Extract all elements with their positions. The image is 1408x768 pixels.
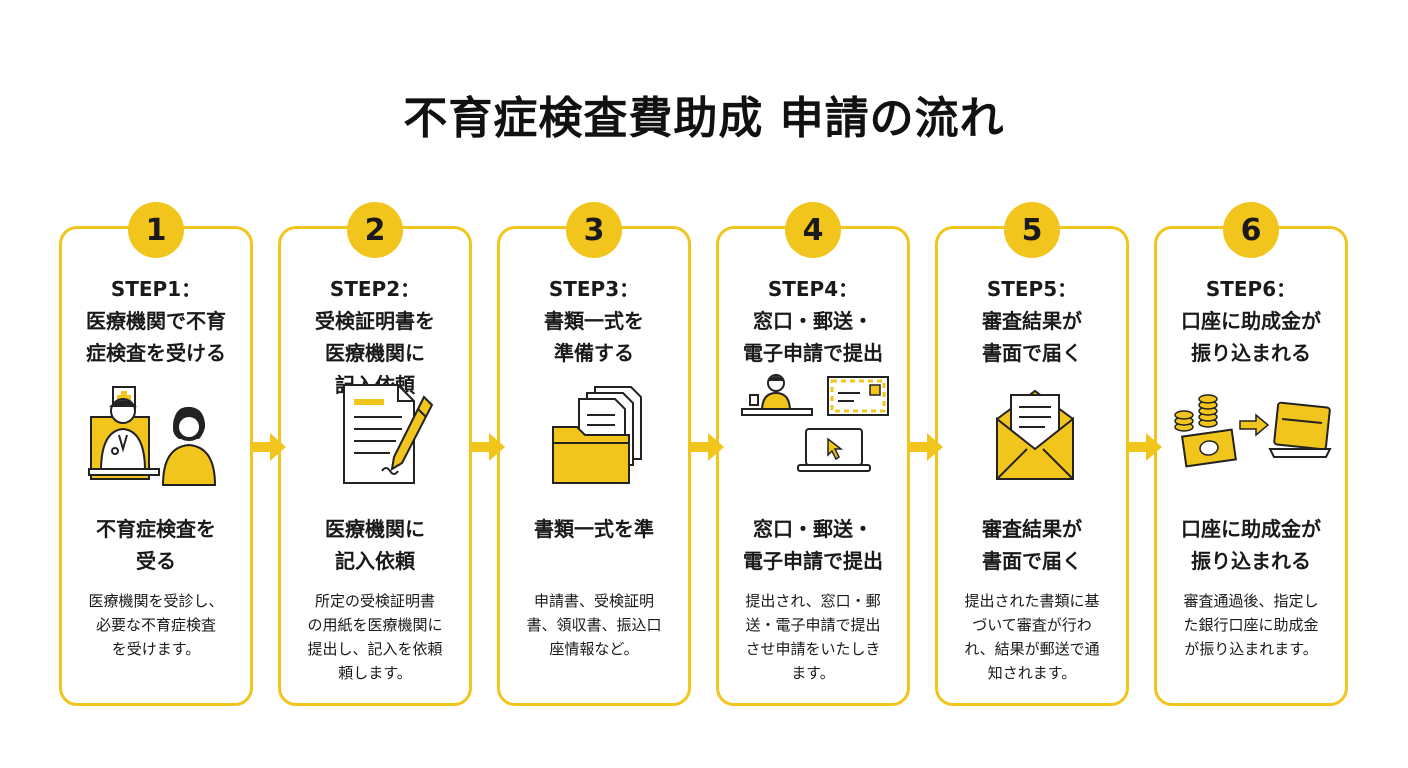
step-description: 所定の受検証明書 の用紙を医療機関に 提出し、記入を依頼 頼します。 [307, 592, 443, 682]
step-label: STEP5： [986, 277, 1078, 301]
arrow-right-icon [469, 433, 505, 461]
step-sub-title: 口座に助成金が 振り込まれる [1181, 517, 1321, 573]
step-title: 審査結果が 書面で届く [982, 309, 1082, 365]
step-title: 口座に助成金が 振り込まれる [1181, 309, 1321, 365]
step-sub-title: 不育症検査を 受る [96, 517, 216, 573]
arrow-right-icon [688, 433, 724, 461]
step-label: STEP6： [1205, 277, 1297, 301]
arrow-right-icon [1126, 433, 1162, 461]
step-sub-title: 審査結果が 書面で届く [982, 517, 1082, 573]
step-label: STEP1： [110, 277, 202, 301]
step-card-6: STEP6： 口座に助成金が 振り込まれる 口座に助成金が 振り込まれる 審査通… [1154, 226, 1348, 706]
step-badge-6: 6 [1223, 202, 1279, 258]
step-badge-4: 4 [785, 202, 841, 258]
form-pen-icon [343, 384, 434, 484]
submission-methods-icon [741, 374, 889, 472]
step-sub-title: 窓口・郵送・ 電子申請で提出 [743, 517, 883, 573]
step-description: 医療機関を受診し、 必要な不育症検査 を受けます。 [88, 592, 224, 658]
step-description: 申請書、受検証明 書、領収書、振込口 座情報など。 [526, 592, 662, 658]
step-card-5: STEP5： 審査結果が 書面で届く 審査結果が 書面で届く 提出された書類に基… [935, 226, 1129, 706]
letter-envelope-icon [996, 389, 1074, 480]
step-badge-3: 3 [566, 202, 622, 258]
step-sub-title: 医療機関に 記入依頼 [325, 517, 425, 573]
step-title: 医療機関で不育 症検査を受ける [86, 309, 226, 365]
step-label: STEP4： [767, 277, 859, 301]
step-title: 書類一式を 準備する [544, 309, 644, 365]
arrow-right-icon [250, 433, 286, 461]
step-badge-5: 5 [1004, 202, 1060, 258]
page-title: 不育症検査費助成 申請の流れ [403, 93, 1005, 144]
step-card-3: STEP3： 書類一式を 準備する 書類一式を準 申請書、受検証明 書、領収書、… [497, 226, 691, 706]
arrow-right-icon [907, 433, 943, 461]
document-folder-icon [552, 386, 642, 484]
step-sub-title: 書類一式を準 [534, 517, 654, 541]
step-card-4: STEP4： 窓口・郵送・ 電子申請で提出 窓口・郵送・ 電子申請で提出 提出さ… [716, 226, 910, 706]
step-label: STEP3： [548, 277, 640, 301]
step-description: 提出された書類に基 づいて審査が行わ れ、結果が郵送で通 知されます。 [964, 592, 1100, 682]
doctor-patient-icon [88, 386, 217, 486]
step-card-2: STEP2： 受検証明書を 医療機関に 記入依頼 医療機関に 記入依頼 所定の受… [278, 226, 472, 706]
step-description: 提出され、窓口・郵 送・電子申請で提出 させ申請をいたしき ます。 [745, 592, 881, 682]
step-badge-2: 2 [347, 202, 403, 258]
step-badge-1: 1 [128, 202, 184, 258]
bank-transfer-icon [1174, 394, 1332, 468]
step-label: STEP2： [329, 277, 421, 301]
step-description: 審査通過後、指定し た銀行口座に助成金 が振り込まれます。 [1183, 592, 1319, 658]
step-title: 窓口・郵送・ 電子申請で提出 [743, 309, 883, 365]
step-card-1: STEP1： 医療機関で不育 症検査を受ける 不育症検査を 受る 医療機関を受診… [59, 226, 253, 706]
